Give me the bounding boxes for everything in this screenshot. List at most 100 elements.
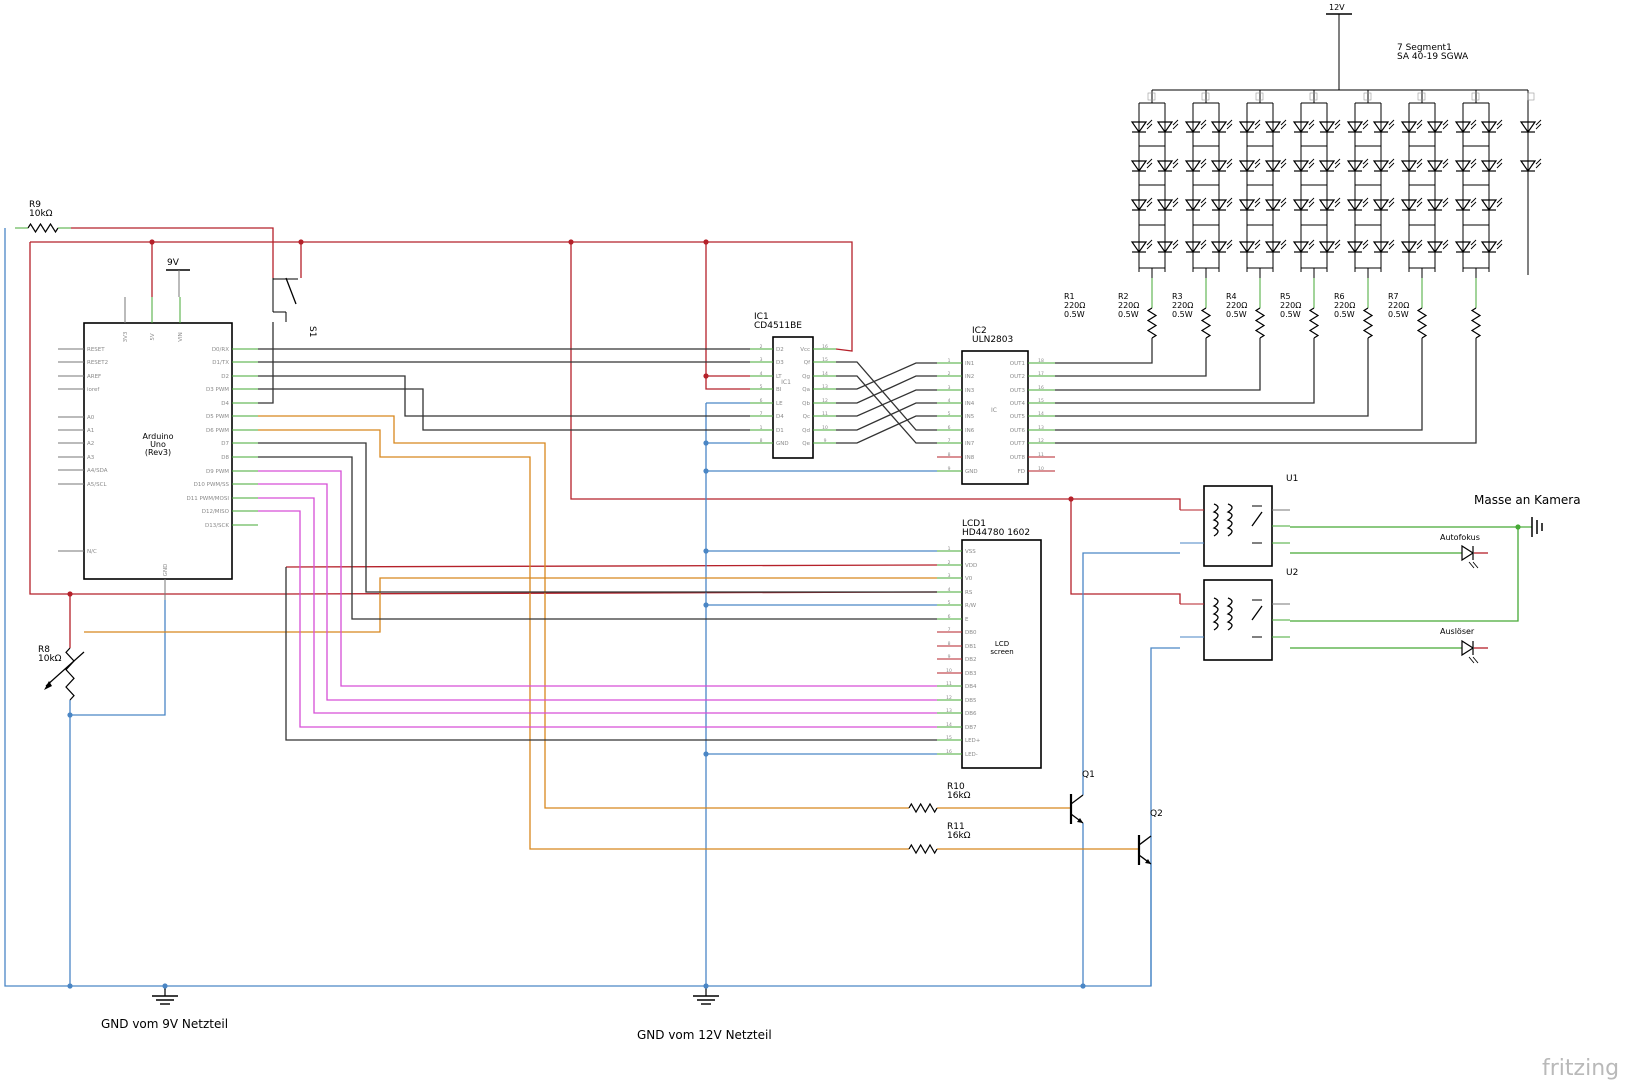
ausloser-led-ray bbox=[1468, 656, 1475, 664]
led-body bbox=[1400, 199, 1418, 212]
lcd-pin-num: 11 bbox=[946, 681, 952, 687]
led-body bbox=[1480, 160, 1498, 173]
wire-segment-out bbox=[1055, 338, 1315, 404]
junction-dot bbox=[568, 239, 574, 245]
lcd-pin-num: 9 bbox=[948, 654, 951, 660]
segment-led bbox=[1318, 119, 1341, 134]
led-ray bbox=[1308, 201, 1315, 208]
led-ray bbox=[1254, 162, 1261, 169]
lcd-pin-num: 16 bbox=[946, 749, 952, 755]
led-ray bbox=[1496, 243, 1503, 250]
led-body bbox=[1454, 160, 1472, 173]
led-body bbox=[1519, 121, 1537, 134]
ic2-pin-num: 7 bbox=[948, 438, 951, 444]
wire-gnd-arduino bbox=[70, 600, 166, 716]
autofokus-led bbox=[1461, 544, 1475, 562]
masse-label: Masse an Kamera bbox=[1474, 493, 1581, 507]
segment-led bbox=[1156, 119, 1179, 134]
segment-led bbox=[1372, 158, 1395, 173]
ic1-pin-label: D1 bbox=[776, 428, 784, 434]
led-body bbox=[1184, 121, 1202, 134]
ic1-pin-num: 1 bbox=[760, 425, 763, 431]
arduino-pin-right-label: D9 PWM bbox=[206, 469, 229, 475]
segment-led bbox=[1238, 239, 1261, 254]
ic1-pin-num: 5 bbox=[760, 384, 763, 390]
segment-led bbox=[1210, 239, 1233, 254]
seg-resistor-power: 0.5W bbox=[1064, 310, 1085, 319]
lcd-pin-num: 8 bbox=[948, 641, 951, 647]
ic2-pin-label: OUT8 bbox=[1010, 455, 1026, 461]
wire-led-plus bbox=[285, 567, 937, 741]
segment-led bbox=[1238, 197, 1261, 212]
led-ray bbox=[1254, 243, 1261, 250]
seg-resistor-name: R1 bbox=[1064, 292, 1075, 301]
ic2-pin-num: 4 bbox=[948, 398, 951, 404]
arduino-pin-top-label: 3V3 bbox=[123, 331, 129, 342]
led-ray bbox=[1442, 123, 1449, 130]
ic2-pin-num: 15 bbox=[1038, 398, 1044, 404]
led-body bbox=[1292, 241, 1310, 254]
junction-dot bbox=[703, 468, 709, 474]
segment-title: 7 Segment1 bbox=[1397, 43, 1452, 53]
q1-label: Q1 bbox=[1082, 770, 1095, 780]
seg-resistor-value: 220Ω bbox=[1334, 301, 1355, 310]
led-ray bbox=[1416, 243, 1423, 250]
led-ray bbox=[1172, 201, 1179, 208]
resistor-r11 bbox=[908, 843, 938, 855]
led-ray bbox=[1226, 197, 1233, 204]
led-ray bbox=[1200, 239, 1207, 246]
ic2-pin-num: 6 bbox=[948, 425, 951, 431]
led-body bbox=[1346, 241, 1364, 254]
lcd-pin-num: 3 bbox=[948, 573, 951, 579]
arduino-pin-right-label: D13/SCK bbox=[205, 523, 229, 529]
led-ray bbox=[1535, 123, 1542, 130]
segment-led bbox=[1400, 239, 1423, 254]
led-ray bbox=[1146, 162, 1153, 169]
led-ray bbox=[1362, 197, 1369, 204]
lcd-pin-label: DB4 bbox=[965, 684, 977, 690]
wire-segment-out bbox=[1055, 338, 1369, 417]
segment-led bbox=[1318, 158, 1341, 173]
led-ray bbox=[1416, 123, 1423, 130]
junctions bbox=[67, 239, 1521, 989]
segment-led bbox=[1426, 119, 1449, 134]
r11-label: R11 bbox=[947, 822, 965, 832]
arduino-pin-left-label: N/C bbox=[87, 549, 97, 555]
led-ray bbox=[1496, 201, 1503, 208]
seg-resistor-power: 0.5W bbox=[1280, 310, 1301, 319]
segment-led bbox=[1454, 158, 1477, 173]
led-ray bbox=[1470, 119, 1477, 126]
led-body bbox=[1480, 121, 1498, 134]
segment-led bbox=[1426, 239, 1449, 254]
lcd-inner2: screen bbox=[990, 648, 1013, 656]
seg-digit-icon bbox=[1471, 92, 1480, 101]
segment-led bbox=[1400, 197, 1423, 212]
arduino-pin-right-label: D8 bbox=[221, 455, 229, 461]
ic2-pin-num: 2 bbox=[948, 371, 951, 377]
arduino-pin-left-label: A0 bbox=[87, 415, 95, 421]
lcd-pin-label: DB3 bbox=[965, 671, 977, 677]
led-ray bbox=[1496, 239, 1503, 246]
u1-label: U1 bbox=[1286, 474, 1298, 484]
led-ray bbox=[1226, 162, 1233, 169]
led-ray bbox=[1172, 239, 1179, 246]
led-body bbox=[1318, 121, 1336, 134]
ic2-pin-num: 12 bbox=[1038, 438, 1044, 444]
segment-led bbox=[1156, 239, 1179, 254]
ic2-pin-label: OUT3 bbox=[1010, 388, 1026, 394]
led-body bbox=[1480, 241, 1498, 254]
arduino-pin-top-label: 5V bbox=[150, 333, 156, 340]
seg-resistor-value: 220Ω bbox=[1172, 301, 1193, 310]
ic2-pin-num: 13 bbox=[1038, 425, 1044, 431]
wire-5v bbox=[30, 241, 853, 352]
ic2-pin-num: 1 bbox=[948, 358, 951, 364]
led-body bbox=[1454, 121, 1472, 134]
led-ray bbox=[1496, 197, 1503, 204]
led-ray bbox=[1334, 239, 1341, 246]
segment-led bbox=[1238, 158, 1261, 173]
segment-led bbox=[1156, 197, 1179, 212]
led-ray bbox=[1470, 162, 1477, 169]
r11-value: 16kΩ bbox=[947, 831, 971, 841]
arduino-title: Arduino bbox=[143, 432, 174, 441]
ic1-pin-label: Qf bbox=[804, 360, 811, 366]
